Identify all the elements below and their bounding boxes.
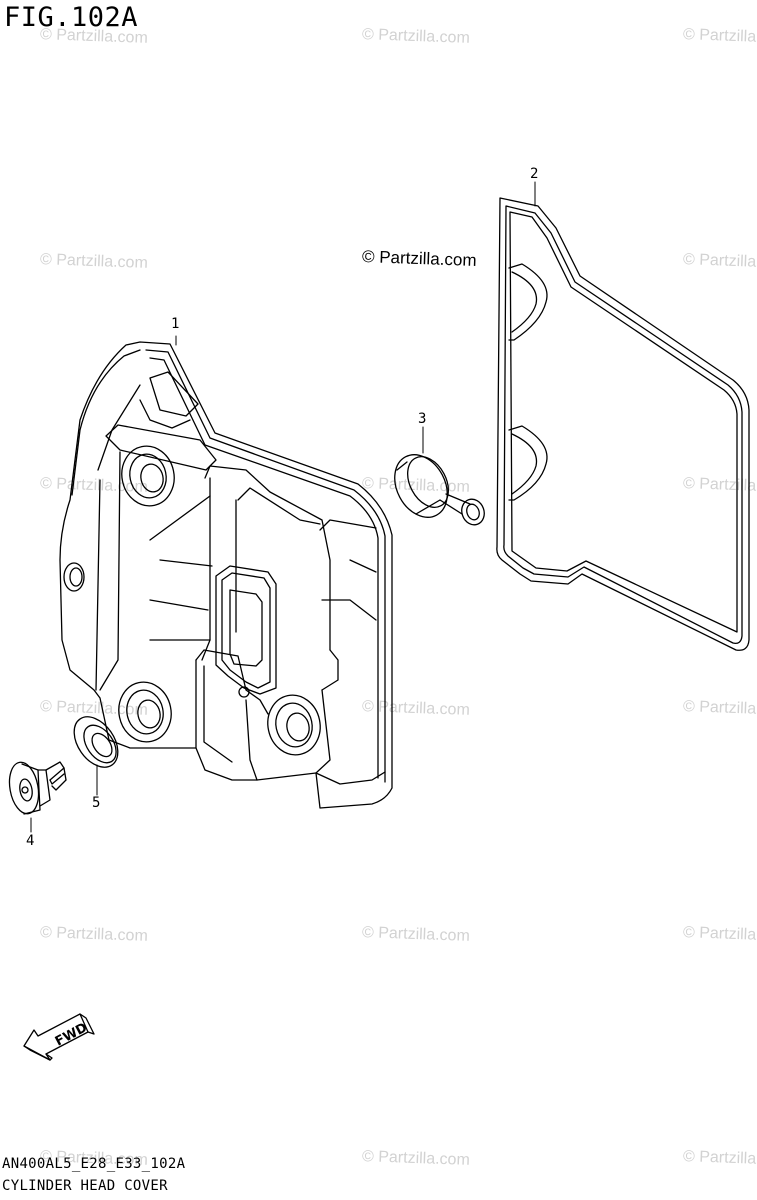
callout-4: 4	[26, 833, 35, 849]
cover-gasket	[496, 197, 750, 651]
fwd-arrow-icon	[23, 1013, 95, 1061]
plug-seal	[394, 454, 485, 526]
callout-2: 2	[530, 166, 539, 182]
callout-3: 3	[418, 411, 427, 427]
diagram-caption: CYLINDER HEAD COVER	[2, 1178, 168, 1194]
diagram-code: AN400AL5_E28_E33_102A	[2, 1156, 186, 1172]
callout-5: 5	[92, 795, 101, 811]
callout-leaders	[30, 181, 536, 833]
callout-1: 1	[171, 316, 180, 332]
bolt-washer	[73, 716, 119, 768]
figure-title: FIG.102A	[4, 2, 139, 33]
cylinder-head-cover	[59, 341, 393, 809]
cover-bolt	[8, 761, 67, 815]
